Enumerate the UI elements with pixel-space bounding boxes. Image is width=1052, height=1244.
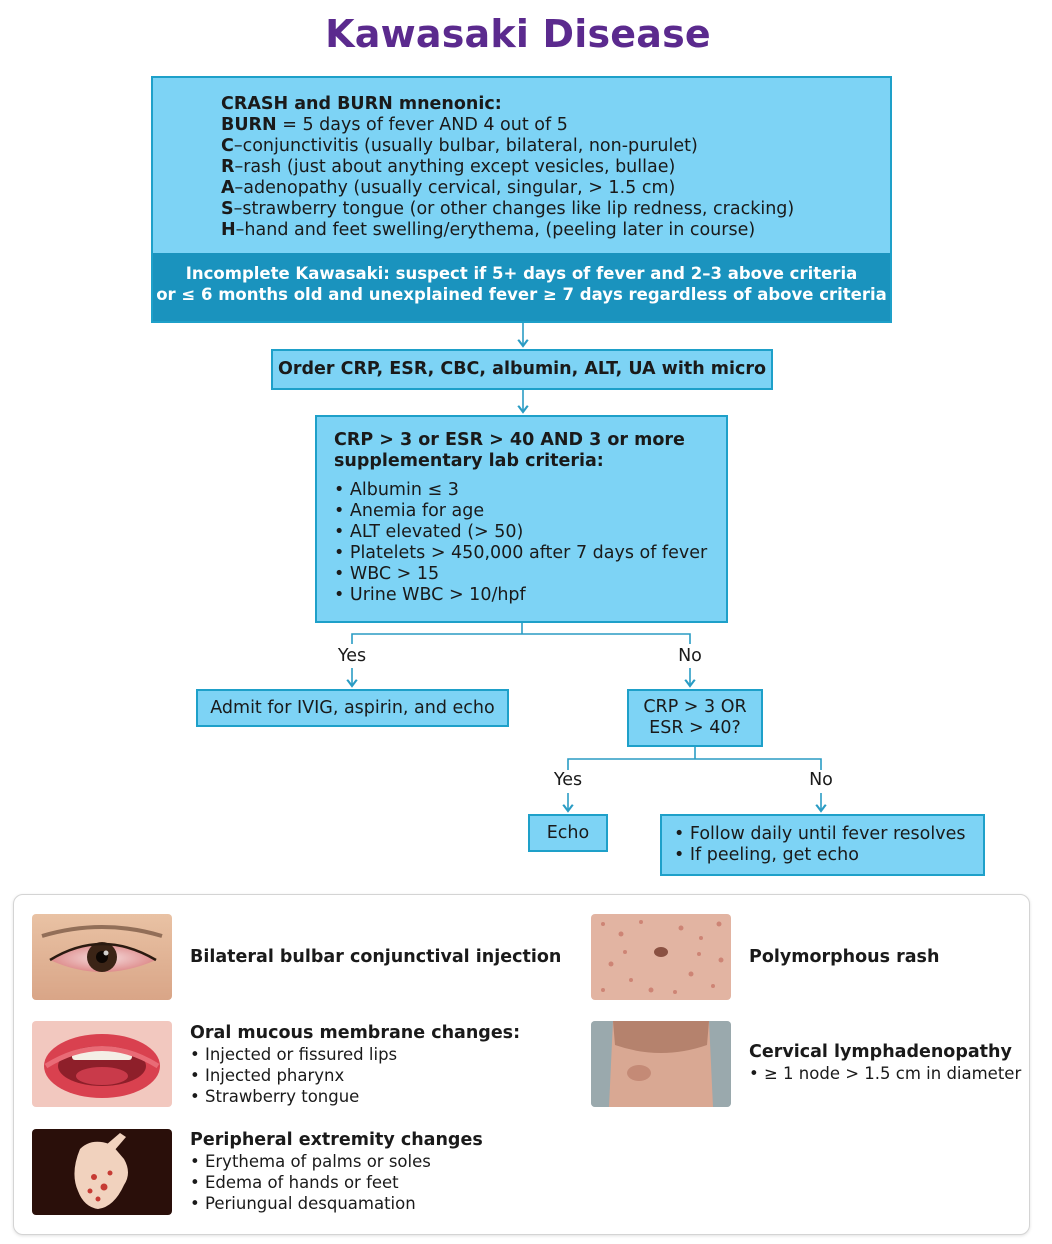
order-labs-box: Order CRP, ESR, CBC, albumin, ALT, UA wi…: [271, 349, 773, 390]
follow-up-box: • Follow daily until fever resolves • If…: [660, 814, 985, 876]
hand-photo-icon: [32, 1129, 172, 1215]
lab-item: • Urine WBC > 10/hpf: [334, 585, 726, 606]
lab-item: • WBC > 15: [334, 564, 726, 585]
criterion-r: R–rash (just about anything except vesic…: [221, 157, 794, 178]
branch-yes-label: Yes: [322, 646, 382, 666]
crp-no-label: No: [791, 770, 851, 790]
mouth-photo-icon: [32, 1021, 172, 1107]
crash-burn-list: CRASH and BURN mnenonic: BURN = 5 days o…: [221, 94, 794, 241]
crp-question-box: CRP > 3 OR ESR > 40?: [627, 689, 763, 747]
lab-item: • Anemia for age: [334, 501, 726, 522]
rash-photo-icon: [591, 914, 731, 1000]
lab-item: • ALT elevated (> 50): [334, 522, 726, 543]
criterion-c: C–conjunctivitis (usually bulbar, bilate…: [221, 136, 794, 157]
burn-text: = 5 days of fever AND 4 out of 5: [277, 115, 568, 135]
criterion-s: S–strawberry tongue (or other changes li…: [221, 199, 794, 220]
branch-lab-split: [352, 634, 690, 644]
echo-box: Echo: [528, 814, 608, 852]
conjunctival-feature: Bilateral bulbar conjunctival injection: [190, 947, 561, 968]
criterion-a: A–adenopathy (usually cervical, singular…: [221, 178, 794, 199]
burn-key: BURN: [221, 115, 277, 135]
extremity-feature: Peripheral extremity changes • Erythema …: [190, 1130, 483, 1214]
lab-criteria-heading: CRP > 3 or ESR > 40 AND 3 or more supple…: [334, 430, 726, 472]
branch-crp-split: [568, 759, 821, 770]
lab-item: • Albumin ≤ 3: [334, 480, 726, 501]
lab-item: • Platelets > 450,000 after 7 days of fe…: [334, 543, 726, 564]
incomplete-kawasaki-band: Incomplete Kawasaki: suspect if 5+ days …: [153, 253, 890, 321]
eye-photo-icon: [32, 914, 172, 1000]
crash-burn-criteria-box: CRASH and BURN mnenonic: BURN = 5 days o…: [151, 76, 892, 323]
rash-feature: Polymorphous rash: [749, 947, 939, 968]
mnemonic-heading: CRASH and BURN mnenonic:: [221, 94, 502, 114]
criterion-h: H–hand and feet swelling/erythema, (peel…: [221, 220, 794, 241]
lymph-feature: Cervical lymphadenopathy • ≥ 1 node > 1.…: [749, 1042, 1021, 1084]
neck-photo-icon: [591, 1021, 731, 1107]
oral-feature: Oral mucous membrane changes: • Injected…: [190, 1023, 520, 1107]
branch-no-label: No: [660, 646, 720, 666]
crp-yes-label: Yes: [538, 770, 598, 790]
lab-criteria-box: CRP > 3 or ESR > 40 AND 3 or more supple…: [315, 415, 728, 623]
admit-box: Admit for IVIG, aspirin, and echo: [196, 689, 509, 727]
